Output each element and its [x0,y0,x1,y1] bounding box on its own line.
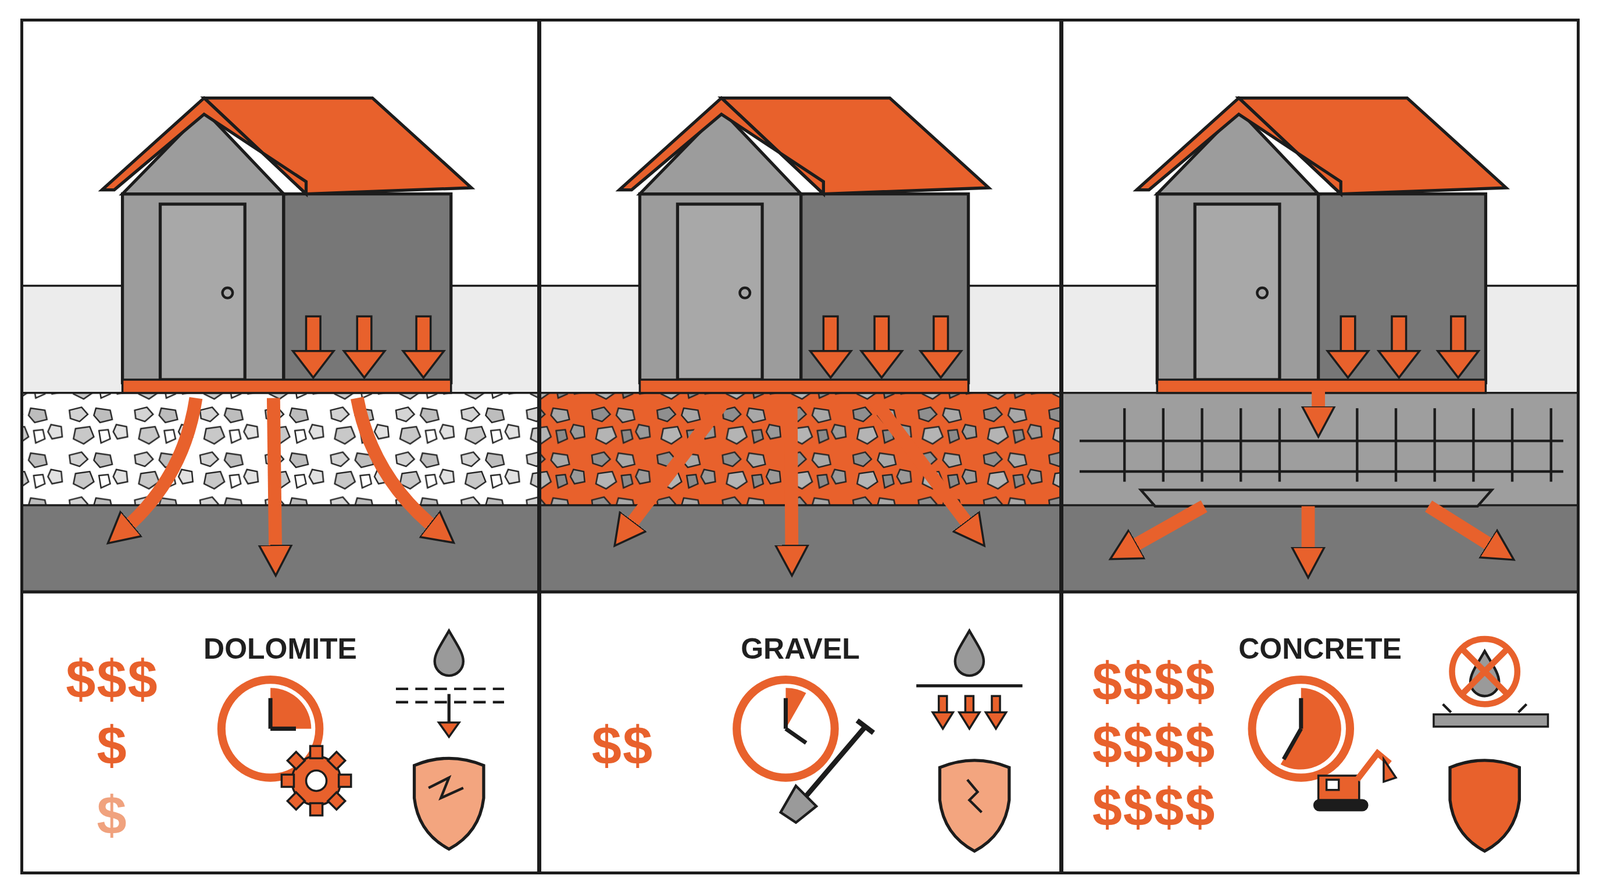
cost-symbol: $$ [591,718,654,773]
cost-symbol: $$$$ [1092,654,1217,709]
cost-symbol: $ [96,788,128,842]
cost-symbol: $$$$ [1092,717,1217,771]
cost-symbol: $$$ [65,652,159,706]
cost-symbol: $ [96,718,128,773]
cost-symbol: $$$$ [1092,780,1217,834]
material-title: GRAVEL [541,631,1060,666]
